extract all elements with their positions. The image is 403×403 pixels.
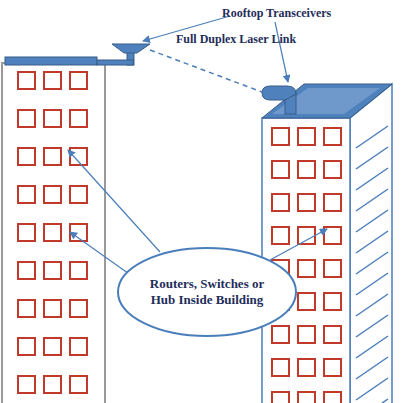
right-windows bbox=[272, 128, 341, 403]
node-text: Routers, Switches or Hub Inside Building bbox=[148, 276, 266, 308]
left-roof bbox=[5, 57, 97, 65]
transceiver-label: Rooftop Transceivers bbox=[222, 6, 331, 21]
leader-lines bbox=[68, 16, 327, 276]
right-roof bbox=[262, 84, 392, 118]
right-building-front bbox=[262, 118, 350, 403]
device-ellipse: Routers, Switches or Hub Inside Building bbox=[116, 246, 298, 338]
right-transceiver bbox=[262, 86, 296, 114]
left-windows bbox=[18, 72, 87, 393]
left-transceiver bbox=[97, 44, 150, 65]
side-hatching bbox=[356, 126, 388, 403]
link-label: Full Duplex Laser Link bbox=[176, 32, 296, 47]
right-building-side bbox=[350, 84, 392, 403]
laser-link bbox=[150, 50, 262, 92]
left-building bbox=[2, 63, 105, 403]
